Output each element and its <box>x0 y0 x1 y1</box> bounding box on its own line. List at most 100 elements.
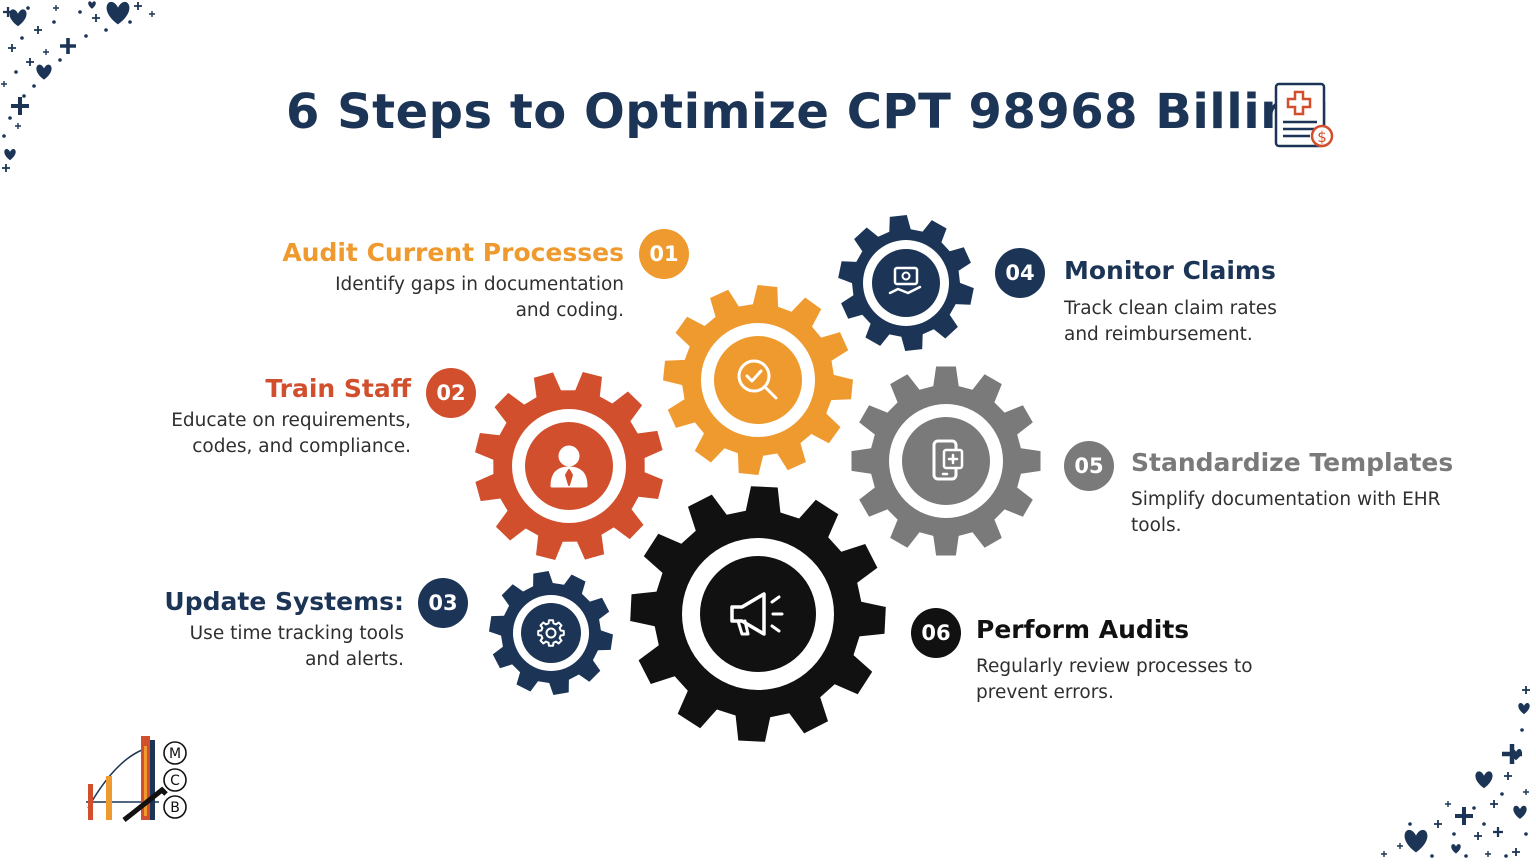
dot-icon <box>1472 806 1476 810</box>
gear-step-5 <box>851 366 1041 556</box>
step-6-badge: 06 <box>911 608 961 658</box>
dot-icon <box>20 36 24 40</box>
corner-decoration-top-left <box>1 1 155 172</box>
page-title: 6 Steps to Optimize CPT 98968 Billing <box>286 84 1330 140</box>
plus-icon <box>1 81 7 87</box>
dot-icon <box>14 70 18 74</box>
plus-icon <box>1445 801 1451 807</box>
plus-icon <box>8 44 16 52</box>
step-4-desc-line2: and reimbursement. <box>1064 324 1253 345</box>
plus-icon <box>1504 772 1512 780</box>
plus-icon <box>53 5 59 11</box>
plus-icon <box>1523 789 1529 795</box>
step-2-badge: 02 <box>426 368 476 418</box>
plus-icon <box>15 123 21 129</box>
megaphone-icon <box>730 592 784 636</box>
step-2-desc-line2: codes, and compliance. <box>192 436 411 457</box>
dot-icon <box>8 116 12 120</box>
step-6-title: Perform Audits <box>976 615 1190 644</box>
step-3-title: Update Systems: <box>164 587 404 616</box>
step-3-desc: Use time tracking tools and alerts. <box>190 621 404 673</box>
step-2-desc-line1: Educate on requirements, <box>171 410 411 431</box>
step-4-desc-line1: Track clean claim rates <box>1064 298 1277 319</box>
step-3-desc-line1: Use time tracking tools <box>189 623 404 644</box>
dot-icon <box>1520 728 1524 732</box>
plus-icon <box>2 164 10 172</box>
dot-icon <box>78 10 82 14</box>
plus-icon <box>92 14 100 22</box>
dot-icon <box>1482 822 1486 826</box>
dot-icon <box>128 20 132 24</box>
heart-icon <box>36 64 52 80</box>
plus-icon <box>43 49 49 55</box>
company-logo: M C B <box>86 736 187 822</box>
step-5-badge: 05 <box>1064 441 1114 491</box>
step-1-badge: 01 <box>639 229 689 279</box>
dot-icon <box>22 94 26 98</box>
gear-step-4 <box>838 215 974 351</box>
heart-icon <box>1513 805 1527 819</box>
step-1-desc: Identify gaps in documentation and codin… <box>335 272 624 324</box>
plus-icon <box>1485 851 1491 857</box>
plus-icon <box>3 7 13 17</box>
heart-icon <box>88 1 96 9</box>
svg-text:$: $ <box>1317 128 1327 146</box>
dot-icon <box>1408 822 1412 826</box>
plus-icon <box>1493 827 1503 837</box>
step-6-desc-line1: Regularly review processes to <box>976 656 1253 677</box>
plus-icon <box>60 38 76 54</box>
step-6-desc-line2: prevent errors. <box>976 682 1114 703</box>
plus-icon <box>1522 686 1530 694</box>
step-3-desc-line2: and alerts. <box>305 649 404 670</box>
plus-icon <box>1474 832 1482 840</box>
dot-icon <box>58 58 62 62</box>
gear-step-2 <box>475 372 663 560</box>
heart-icon <box>106 1 130 25</box>
plus-icon <box>1397 843 1403 849</box>
gear-step-3 <box>489 571 613 695</box>
heart-icon <box>4 148 16 161</box>
step-4-badge: 04 <box>995 248 1045 298</box>
dot-icon <box>1524 832 1528 836</box>
gear-icon <box>537 619 565 647</box>
gear-step-1 <box>663 285 853 475</box>
dot-icon <box>26 6 30 10</box>
gear-hub-6 <box>700 556 816 672</box>
step-1-title: Audit Current Processes <box>282 238 624 267</box>
dot-icon <box>1452 832 1456 836</box>
mobile-medical-icon <box>932 439 964 481</box>
medical-bill-icon: $ <box>1270 80 1340 156</box>
step-6-desc: Regularly review processes to prevent er… <box>976 654 1253 706</box>
plus-icon <box>1381 851 1387 857</box>
step-1-desc-line1: Identify gaps in documentation <box>335 274 624 295</box>
plus-icon <box>1490 800 1498 808</box>
plus-icon <box>26 58 34 66</box>
corner-decoration-bottom-right <box>1381 686 1530 858</box>
heart-icon <box>1451 844 1461 854</box>
step-4-title: Monitor Claims <box>1064 256 1276 285</box>
step-3-badge: 03 <box>418 578 468 628</box>
plus-icon <box>149 11 155 17</box>
step-2-desc: Educate on requirements, codes, and comp… <box>171 408 411 460</box>
person-icon <box>550 445 588 488</box>
plus-icon <box>1434 820 1442 828</box>
dot-icon <box>1464 854 1468 858</box>
gear-hub-3 <box>521 603 581 663</box>
plus-icon <box>11 97 29 115</box>
step-5-desc-line1: Simplify documentation with EHR <box>1131 489 1441 510</box>
dot-icon <box>1504 854 1508 858</box>
dot-icon <box>1500 792 1504 796</box>
step-5-title: Standardize Templates <box>1131 448 1454 477</box>
heart-icon <box>1518 702 1530 715</box>
plus-icon <box>34 26 42 34</box>
step-2-title: Train Staff <box>265 374 411 403</box>
dot-icon <box>32 84 36 88</box>
logo-letter-b: B <box>170 800 180 816</box>
step-5-desc-line2: tools. <box>1131 515 1182 536</box>
logo-letter-c: C <box>170 773 180 789</box>
logo-letter-m: M <box>169 746 181 762</box>
dot-icon <box>1430 854 1434 858</box>
dot-icon <box>2 134 6 138</box>
search-check-icon <box>737 359 778 400</box>
step-1-desc-line2: and coding. <box>515 300 624 321</box>
